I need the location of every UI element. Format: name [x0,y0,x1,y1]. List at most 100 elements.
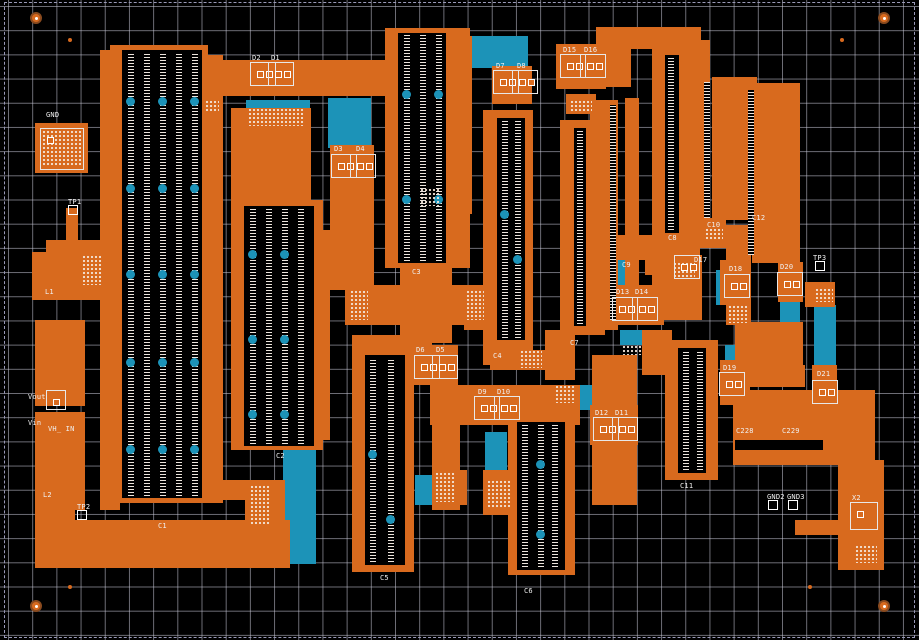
c3-extension [452,36,472,214]
l1-pour [32,252,48,300]
label-d12: D12 [595,409,609,417]
c3-lower [400,258,452,343]
label-d5: D5 [436,346,445,354]
tp2-testpoint[interactable] [77,510,87,520]
via-field [435,472,455,502]
label-d19: D19 [723,364,737,372]
label-vin: Vin [28,419,42,427]
bottom-pour [328,98,371,148]
c6-strip [522,425,528,567]
mounting-hole [878,600,890,612]
label-c10: C10 [707,221,721,229]
d10-footprint[interactable] [494,396,520,420]
via-pin [536,460,545,469]
c3-strip [404,35,410,261]
via-pin [126,270,135,279]
via-field [248,108,304,126]
c1-top-link [205,60,405,96]
label-c2: C2 [276,452,285,460]
label-c229: C229 [782,427,800,435]
c2-strip [266,208,272,444]
label-d21: D21 [817,370,831,378]
d4-footprint[interactable] [350,154,376,178]
via-field [82,255,102,285]
c4-strip [515,120,521,338]
via-pin [158,97,167,106]
d21-footprint[interactable] [812,380,838,404]
via-pin [190,97,199,106]
fiducial [68,585,72,589]
c2-strip [250,208,256,444]
top-bridge [606,27,631,87]
d20-footprint[interactable] [777,272,803,296]
via-field [555,385,575,403]
gnd-connector[interactable] [40,128,84,170]
bottom-pour [470,36,528,68]
label-d17: D17 [694,256,708,264]
label-c228: C228 [736,427,754,435]
bottom-pour [246,100,310,110]
via-field [622,345,642,355]
c1-strip [176,52,182,496]
d16-footprint[interactable] [580,54,606,78]
c10-strip [704,82,710,218]
tp3-testpoint[interactable] [815,261,825,271]
label-gnd: GND [46,111,60,119]
via-field [728,305,748,323]
c228-c229-gap [735,440,823,450]
d15-footprint[interactable] [560,54,586,78]
c11-strip [683,350,689,470]
board-outline [4,2,915,638]
label-d18: D18 [729,265,743,273]
label-c6: C6 [524,587,533,595]
x2-connector[interactable] [850,502,878,530]
via-field [520,350,542,368]
label-d15: D15 [563,46,577,54]
label-c1: C1 [158,522,167,530]
label-c5: C5 [380,574,389,582]
via-pin [500,210,509,219]
c7-strip [610,105,616,320]
via-field [570,100,592,112]
c3-strip [436,35,442,261]
via-pin [158,358,167,367]
gnd3-testpoint[interactable] [788,500,798,510]
c11-link [642,330,672,375]
label-gnd2: GND2 [767,493,785,501]
fiducial [68,38,72,42]
mounting-hole [30,600,42,612]
d12-d11-pour [590,405,638,445]
vout-connector[interactable] [46,390,66,410]
label-c8: C8 [668,234,677,242]
c5-strip [370,358,376,562]
tp1-trace [66,208,78,248]
d13-footprint[interactable] [612,297,638,321]
via-pin [190,270,199,279]
label-tp3: TP3 [813,254,827,262]
bottom-pour [620,330,646,345]
label-d20: D20 [780,263,794,271]
label-d3: D3 [334,145,343,153]
via-pin [248,410,257,419]
d8-footprint[interactable] [512,70,538,94]
label-d8: D8 [517,62,526,70]
d19-footprint[interactable] [719,372,745,396]
d11-footprint[interactable] [612,417,638,441]
label-x2: X2 [852,494,861,502]
mounting-hole [30,12,42,24]
tp1-testpoint[interactable] [68,205,78,215]
d14-footprint[interactable] [632,297,658,321]
d9-footprint[interactable] [474,396,500,420]
via-field [420,188,440,206]
d18-footprint[interactable] [724,274,750,298]
d1-footprint[interactable] [268,62,294,86]
c228-c229-pour [825,390,875,465]
gnd2-testpoint[interactable] [768,500,778,510]
label-d1: D1 [271,54,280,62]
label-c12: C12 [752,214,766,222]
fiducial [808,585,812,589]
d17-footprint[interactable] [674,255,700,279]
label-vout: Vout [28,393,46,401]
label-d6: D6 [416,346,425,354]
d5-footprint[interactable] [432,355,458,379]
